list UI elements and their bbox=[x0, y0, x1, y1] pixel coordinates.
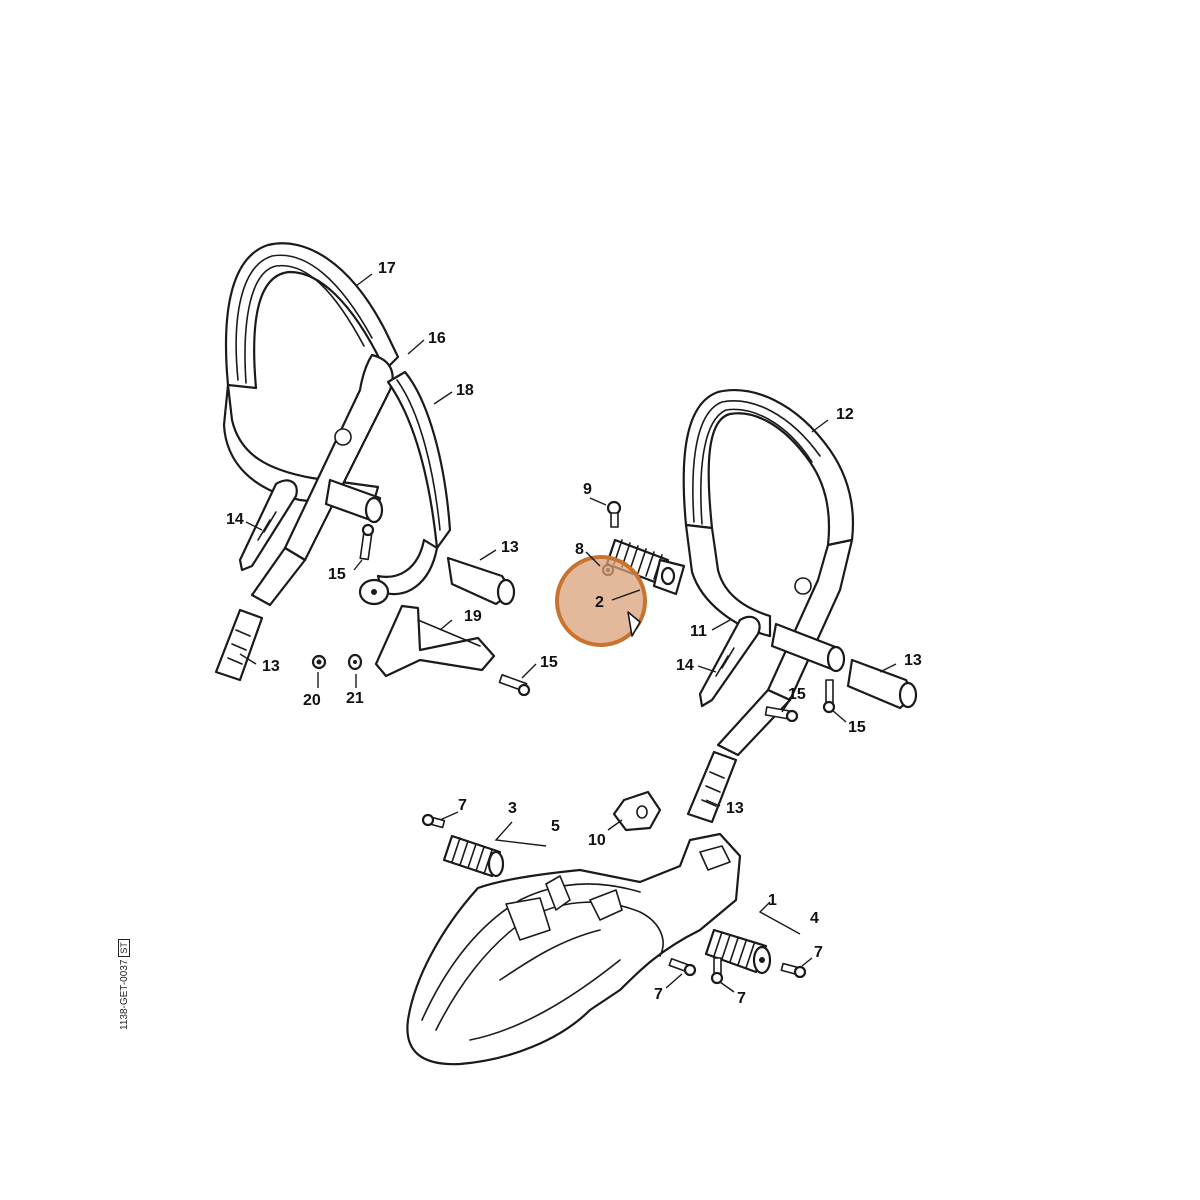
screw-15-right-b bbox=[822, 679, 836, 714]
center-buffer-assembly bbox=[555, 500, 686, 647]
handlebar-leg-left bbox=[250, 546, 307, 607]
label-16[interactable]: 16 bbox=[428, 330, 446, 347]
clamp-14-right bbox=[698, 615, 761, 708]
label-17[interactable]: 17 bbox=[378, 260, 396, 277]
label-12[interactable]: 12 bbox=[836, 406, 854, 423]
label-2[interactable]: 2 bbox=[595, 594, 604, 611]
drawing-code-box: ST bbox=[118, 939, 130, 957]
screw-20 bbox=[311, 654, 327, 670]
part-number-labels: 17 16 18 14 13 15 19 13 15 20 21 9 8 2 1… bbox=[226, 260, 922, 1007]
handlebar-grip-12 bbox=[682, 389, 855, 547]
label-15-right-a[interactable]: 15 bbox=[788, 686, 806, 703]
screw-9 bbox=[606, 500, 622, 528]
label-13-left-lower[interactable]: 13 bbox=[262, 658, 280, 675]
handlebar-grip-18 bbox=[386, 370, 452, 550]
drawing-code-text: 1138-GET-0037 bbox=[119, 959, 130, 1030]
left-handlebar-assembly bbox=[214, 242, 531, 697]
part-2-highlight[interactable] bbox=[555, 555, 647, 647]
label-14-left[interactable]: 14 bbox=[226, 511, 244, 528]
screw-7-lower-b bbox=[710, 957, 724, 985]
label-18[interactable]: 18 bbox=[456, 382, 474, 399]
annular-buffer-3 bbox=[442, 834, 505, 878]
annular-buffer-spring bbox=[605, 538, 686, 596]
screw-15-left-upper bbox=[359, 523, 375, 561]
drawing-reference-code: 1138-GET-0037 ST bbox=[118, 939, 134, 1030]
label-7-upper-left[interactable]: 7 bbox=[458, 797, 467, 814]
label-11[interactable]: 11 bbox=[690, 623, 707, 640]
label-3[interactable]: 3 bbox=[508, 800, 517, 817]
handlebar-leg-right bbox=[716, 688, 792, 757]
label-9[interactable]: 9 bbox=[583, 481, 592, 498]
label-4[interactable]: 4 bbox=[810, 910, 819, 927]
label-1[interactable]: 1 bbox=[768, 892, 777, 909]
label-14-right[interactable]: 14 bbox=[676, 657, 694, 674]
right-handlebar-assembly bbox=[682, 389, 918, 824]
label-13-right-block[interactable]: 13 bbox=[904, 652, 922, 669]
label-15-right-b[interactable]: 15 bbox=[848, 719, 866, 736]
washer-21 bbox=[347, 653, 363, 671]
label-7-lower-left[interactable]: 7 bbox=[654, 986, 663, 1003]
label-13-left-block[interactable]: 13 bbox=[501, 539, 519, 556]
screw-7-lower-c bbox=[780, 962, 807, 979]
annular-buffer-4 bbox=[704, 928, 772, 975]
screw-15-right-a bbox=[764, 706, 799, 723]
label-5[interactable]: 5 bbox=[551, 818, 560, 835]
label-7-right[interactable]: 7 bbox=[814, 944, 823, 961]
handlebar-strut-16 bbox=[283, 353, 394, 562]
damper-13-left-lower bbox=[214, 608, 264, 682]
label-13-right-lower[interactable]: 13 bbox=[726, 800, 744, 817]
label-19[interactable]: 19 bbox=[464, 608, 482, 625]
tank-housing-1 bbox=[406, 832, 742, 1066]
screw-15-left-lower bbox=[498, 673, 531, 697]
label-10[interactable]: 10 bbox=[588, 832, 606, 849]
handlebar-grip-17 bbox=[224, 242, 400, 390]
screw-7-lower-a bbox=[668, 957, 697, 977]
bracket-19 bbox=[374, 604, 496, 678]
handlebar-tube-right-outer bbox=[766, 538, 854, 702]
label-8[interactable]: 8 bbox=[575, 541, 584, 558]
label-20[interactable]: 20 bbox=[303, 692, 321, 709]
handlebar-tube-right-inner bbox=[684, 523, 772, 638]
screw-7-upper-left bbox=[421, 813, 446, 829]
tank-housing-assembly bbox=[406, 790, 807, 1066]
label-7-lower-mid[interactable]: 7 bbox=[737, 990, 746, 1007]
label-15-left-lower[interactable]: 15 bbox=[540, 654, 558, 671]
label-15-left-upper[interactable]: 15 bbox=[328, 566, 346, 583]
damper-13-right-lower bbox=[686, 750, 738, 824]
label-21[interactable]: 21 bbox=[346, 690, 364, 707]
leader-lines bbox=[239, 273, 897, 993]
